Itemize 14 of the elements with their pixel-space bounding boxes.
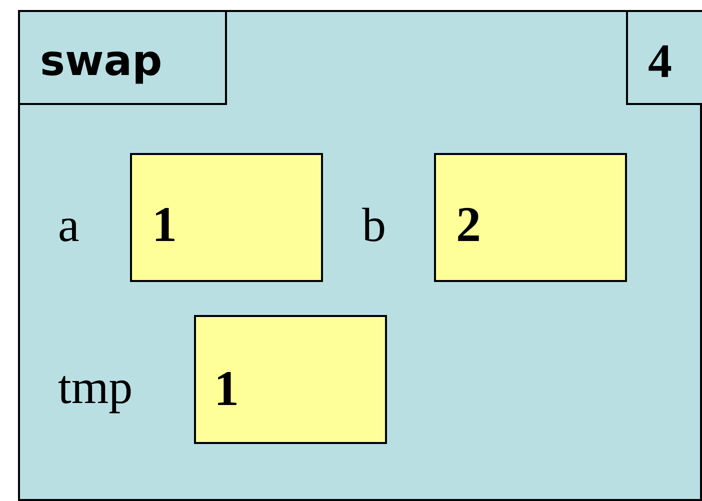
line-number-tab xyxy=(626,10,702,105)
variable-value: 2 xyxy=(456,195,481,253)
function-name: swap xyxy=(40,36,162,85)
variable-box xyxy=(130,153,323,282)
variable-value: 1 xyxy=(152,195,177,253)
function-name-tab xyxy=(18,10,227,105)
variable-box xyxy=(194,315,387,444)
variable-name: a xyxy=(58,198,80,253)
variable-box xyxy=(434,153,627,282)
variable-value: 1 xyxy=(214,359,239,417)
variable-name: tmp xyxy=(58,360,133,415)
variable-name: b xyxy=(362,198,386,253)
frame-box xyxy=(18,10,702,501)
line-number: 4 xyxy=(648,34,672,89)
